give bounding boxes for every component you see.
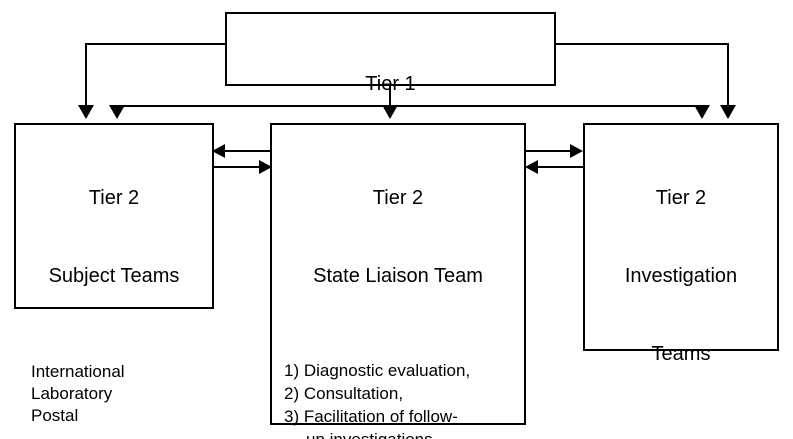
- node-tier1-eoc-telephone-bank[interactable]: Tier 1 EOC Telephone Bank: [225, 12, 556, 173]
- node-subject-teams-title-line1: Tier 2: [88, 187, 140, 209]
- list-item: 3) Facilitation of follow-: [284, 407, 458, 426]
- list-item: International: [31, 362, 125, 381]
- arrowhead-down-investigation-b-icon: [694, 105, 710, 119]
- node-state-liaison-title-line2: State Liaison Team: [313, 265, 483, 287]
- node-subject-teams-list: International Laboratory Postal: [16, 361, 212, 427]
- arrowhead-down-subject-a-icon: [78, 105, 94, 119]
- list-item: Laboratory: [31, 384, 113, 403]
- node-investigation-teams-title-line3: Teams: [651, 343, 711, 365]
- node-tier2-subject-teams[interactable]: Tier 2 Subject Teams International Labor…: [14, 123, 214, 425]
- arrowhead-right-liaison-left-icon: [259, 160, 272, 174]
- node-tier1-title-line1: Tier 1: [365, 73, 416, 95]
- node-tier2-investigation-teams[interactable]: Tier 2 Investigation Teams DC Area Flori…: [583, 123, 779, 365]
- arrowhead-left-subject-icon: [212, 144, 225, 158]
- connector-tier1-right-horizontal: [554, 43, 729, 45]
- connector-tier1-left-horizontal: [85, 43, 227, 45]
- node-state-liaison-title: Tier 2 State Liaison Team: [272, 133, 524, 341]
- node-subject-teams-title: Tier 2 Subject Teams: [16, 133, 212, 341]
- node-subject-teams-title-line2: Subject Teams: [48, 265, 180, 287]
- connector-liaison-to-subject: [224, 150, 272, 152]
- list-item: 2) Consultation,: [284, 384, 404, 403]
- connector-tier1-stem: [389, 85, 391, 107]
- list-item: 1) Diagnostic evaluation,: [284, 361, 471, 380]
- arrowhead-left-liaison-right-icon: [525, 160, 538, 174]
- connector-liaison-to-investigation: [526, 150, 572, 152]
- node-state-liaison-title-line1: Tier 2: [372, 187, 424, 209]
- connector-subject-to-liaison: [214, 166, 262, 168]
- list-item: Postal: [31, 406, 79, 425]
- arrowhead-down-investigation-a-icon: [720, 105, 736, 119]
- connector-tier1-right-vertical: [727, 43, 729, 109]
- arrowhead-down-subject-b-icon: [109, 105, 125, 119]
- connector-investigation-to-liaison: [537, 166, 583, 168]
- connector-tier1-left-vertical: [85, 43, 87, 109]
- connector-distribution-bus: [116, 105, 702, 107]
- node-state-liaison-list: 1) Diagnostic evaluation, 2) Consultatio…: [272, 359, 524, 439]
- node-investigation-teams-title-line2: Investigation: [624, 265, 738, 287]
- node-investigation-teams-title: Tier 2 Investigation Teams: [585, 133, 777, 419]
- arrowhead-down-liaison-icon: [382, 105, 398, 119]
- list-item: up investigations: [284, 428, 524, 439]
- arrowhead-right-investigation-icon: [570, 144, 583, 158]
- node-tier2-state-liaison-team[interactable]: Tier 2 State Liaison Team 1) Diagnostic …: [270, 123, 526, 439]
- node-investigation-teams-title-line1: Tier 2: [655, 187, 707, 209]
